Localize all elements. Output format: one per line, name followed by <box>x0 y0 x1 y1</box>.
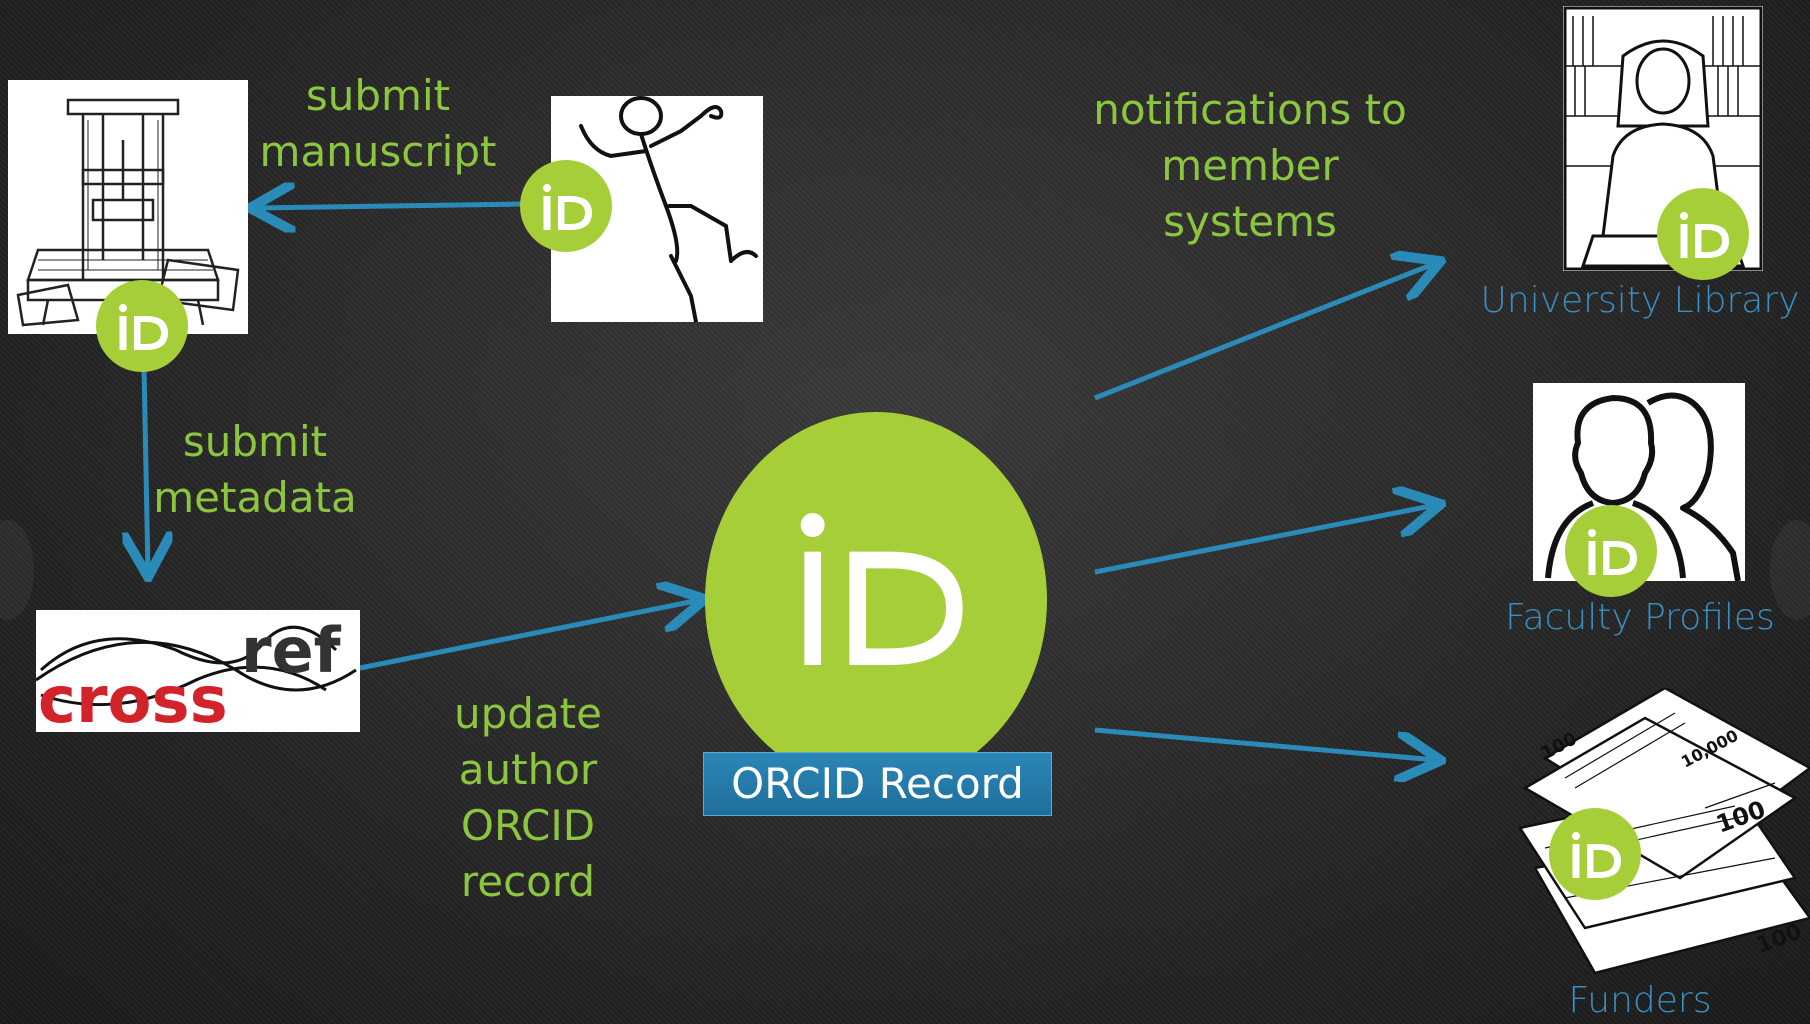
orcid-id-icon <box>119 304 168 350</box>
label-line: manuscript <box>259 127 497 176</box>
arrow-publisher-to-crossref <box>144 367 148 572</box>
crossref-logo: cross ref <box>35 610 360 738</box>
orcid-id-icon <box>1680 212 1729 258</box>
label-line: submit <box>305 71 451 120</box>
label-line: ORCID <box>460 801 596 850</box>
orcid-id-icon <box>800 513 963 665</box>
orcid-badge-funders <box>1549 808 1641 900</box>
label-university-library: University Library <box>1480 280 1800 321</box>
label-line: member <box>1161 141 1339 190</box>
label-line: record <box>460 857 596 906</box>
arrow-orcid-to-library <box>1094 263 1436 401</box>
crossref-word-ref: ref <box>241 614 342 687</box>
orcid-record-label: ORCID Record <box>703 752 1052 816</box>
orcid-badge-publisher <box>96 280 188 372</box>
next-slide-handle[interactable] <box>1770 520 1810 620</box>
orcid-id-icon <box>543 184 592 230</box>
orcid-badge-researcher <box>520 160 612 252</box>
arrow-crossref-to-orcid <box>359 600 700 671</box>
arrow-orcid-to-funders <box>1094 727 1436 760</box>
faculty-people-icon <box>1545 392 1741 582</box>
label-line: submit <box>182 417 328 466</box>
label-faculty-profiles: Faculty Profiles <box>1505 597 1775 638</box>
arrow-researcher-to-publisher <box>255 204 523 208</box>
arrow-orcid-to-faculty <box>1094 505 1436 575</box>
label-update-record: update author ORCID record <box>430 686 626 910</box>
label-line: metadata <box>153 473 357 522</box>
label-notifications: notifications to member systems <box>1080 82 1420 250</box>
crossref-word-cross: cross <box>38 664 228 732</box>
orcid-id-icon <box>1588 529 1637 575</box>
orcid-id-icon <box>1572 832 1621 878</box>
label-line: notifications to <box>1093 85 1407 134</box>
label-funders: Funders <box>1568 980 1712 1021</box>
label-submit-manuscript: submit manuscript <box>258 68 498 180</box>
label-line: update <box>454 689 602 738</box>
label-submit-metadata: submit metadata <box>150 414 360 526</box>
label-line: author <box>458 745 598 794</box>
orcid-badge-library <box>1657 188 1749 280</box>
label-line: systems <box>1163 197 1337 246</box>
orcid-central-badge <box>705 412 1047 788</box>
researcher-stick-figure-icon <box>579 96 758 324</box>
orcid-badge-faculty <box>1565 505 1657 597</box>
